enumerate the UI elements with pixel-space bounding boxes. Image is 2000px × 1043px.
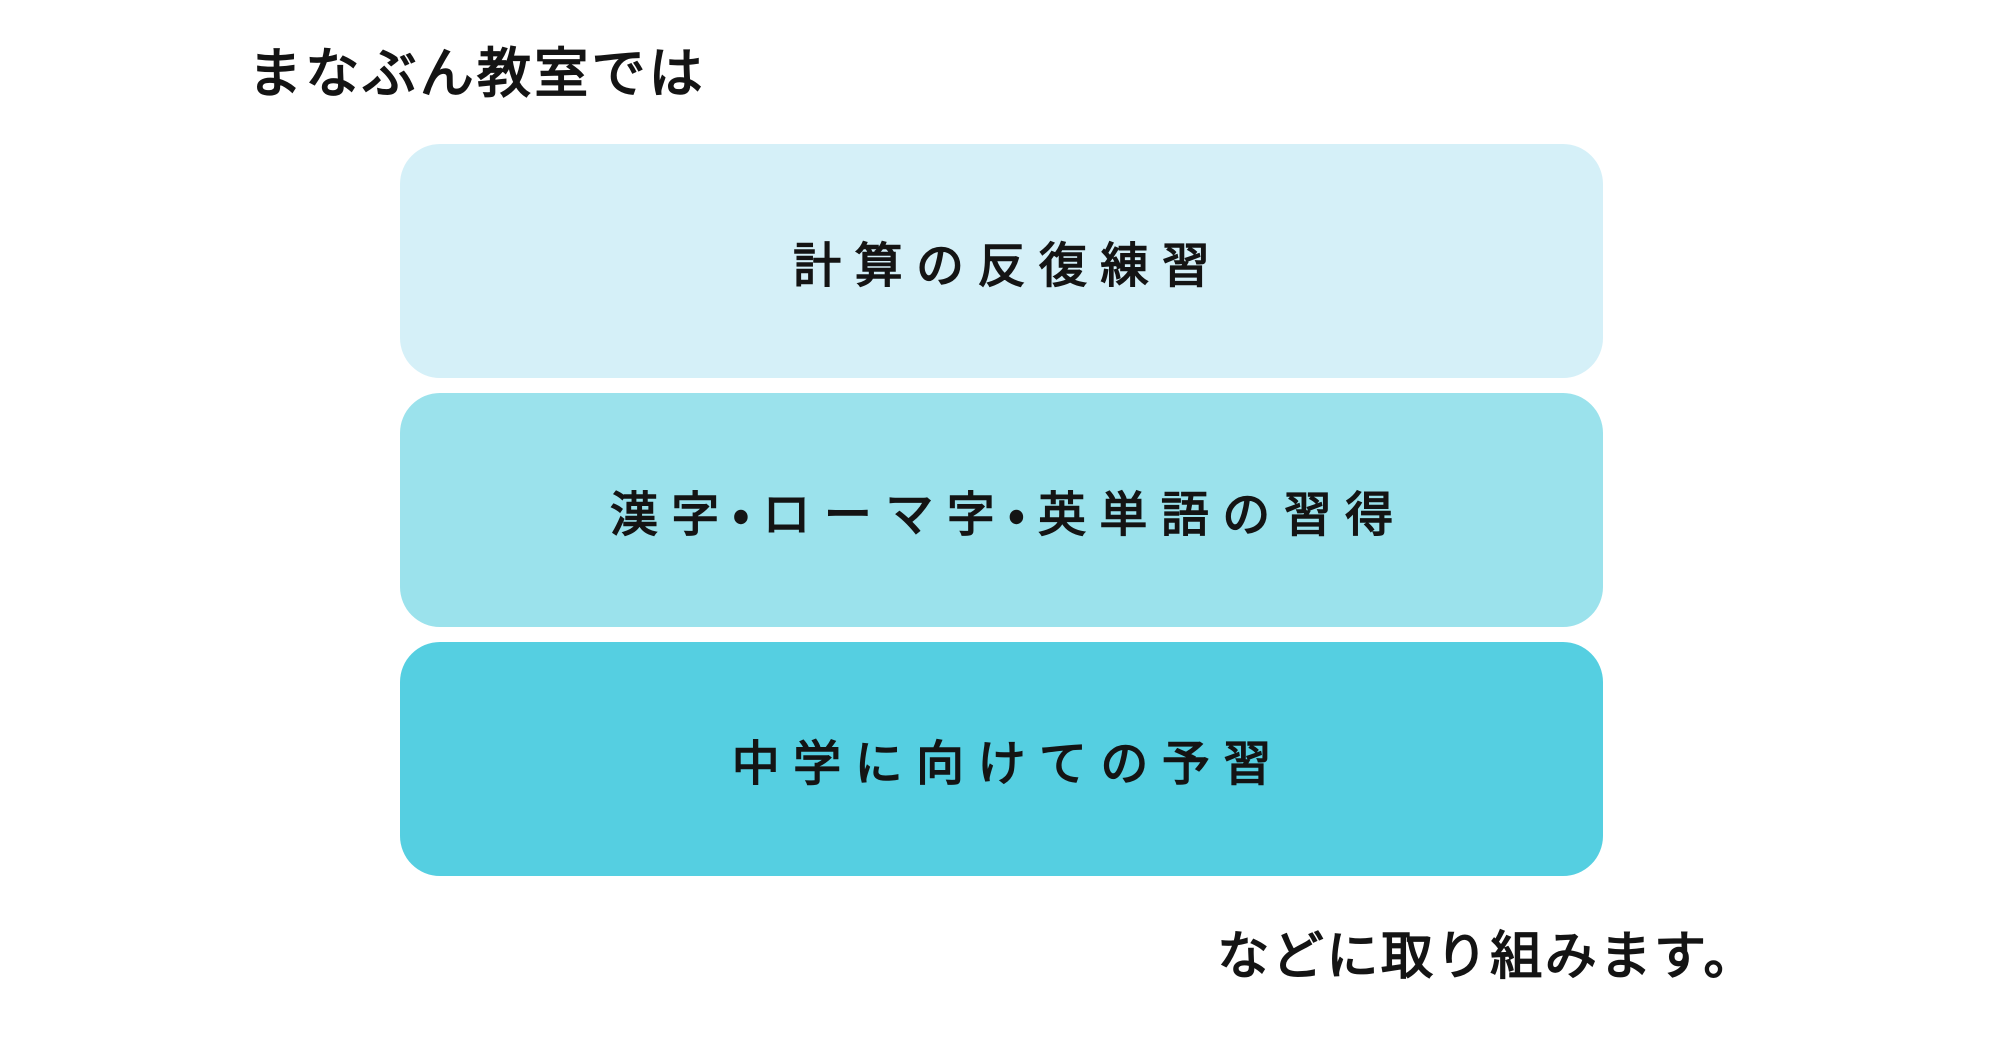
intro-heading: まなぶん教室では — [248, 44, 706, 104]
activity-box-calculation: 計算の反復練習 — [400, 144, 1603, 378]
activity-box-label: 計算の反復練習 — [793, 240, 1224, 293]
box-stack: 計算の反復練習 漢字・ローマ字・英単語の習得 中学に向けての予習 — [400, 144, 1603, 876]
activity-box-label: 中学に向けての予習 — [731, 738, 1285, 791]
activity-box-label: 漢字・ローマ字・英単語の習得 — [609, 489, 1407, 542]
activity-box-kanji-romaji-english: 漢字・ローマ字・英単語の習得 — [400, 393, 1603, 627]
outro-closing-text: などに取り組みます。 — [1217, 928, 1758, 986]
activity-box-junior-high-prep: 中学に向けての予習 — [400, 642, 1603, 876]
